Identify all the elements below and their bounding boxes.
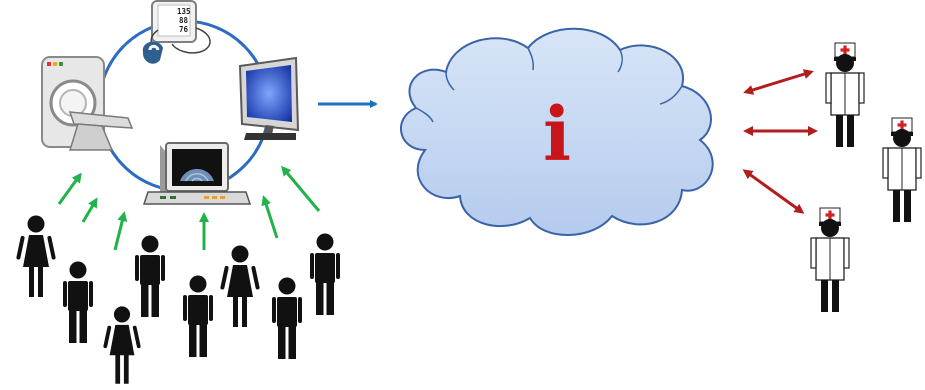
- patient-figure-icon: [103, 306, 141, 384]
- mri-scanner-icon: [41, 56, 134, 151]
- patient-figure-icon: [135, 235, 165, 317]
- patient-arrow: [261, 195, 279, 239]
- patient-figure-icon: [63, 261, 93, 343]
- computer-monitor-icon: [238, 56, 300, 140]
- patient-figure-icon: [272, 277, 302, 359]
- patient-figure-icon: [16, 215, 56, 297]
- doctor-figure-icon: [882, 117, 922, 223]
- patient-arrow: [81, 197, 98, 223]
- blood-pressure-monitor-icon: 135 88 76: [142, 0, 211, 64]
- doctor-exchange-arrows: [742, 69, 818, 214]
- information-cloud-icon: i: [400, 27, 714, 236]
- patient-upload-arrows: [57, 165, 321, 251]
- patient-arrow: [281, 165, 321, 212]
- ultrasound-machine-icon: [142, 142, 252, 205]
- patient-figure-icon: [220, 245, 260, 327]
- patient-arrow: [57, 172, 82, 205]
- patient-figure-icon: [183, 275, 213, 357]
- patients-group: [16, 215, 340, 384]
- doctor-figure-icon: [810, 207, 850, 313]
- patient-figure-icon: [310, 233, 340, 315]
- patient-arrow: [113, 211, 128, 251]
- bp-reading-diastolic: 88: [179, 16, 189, 25]
- bp-reading-systolic: 135: [177, 7, 191, 16]
- information-symbol: i: [543, 92, 571, 178]
- doctor-arrow: [742, 169, 805, 214]
- doctor-arrow: [743, 69, 814, 95]
- doctor-figure-icon: [825, 42, 865, 148]
- doctors-group: [810, 42, 922, 313]
- bp-reading-pulse: 76: [179, 25, 189, 34]
